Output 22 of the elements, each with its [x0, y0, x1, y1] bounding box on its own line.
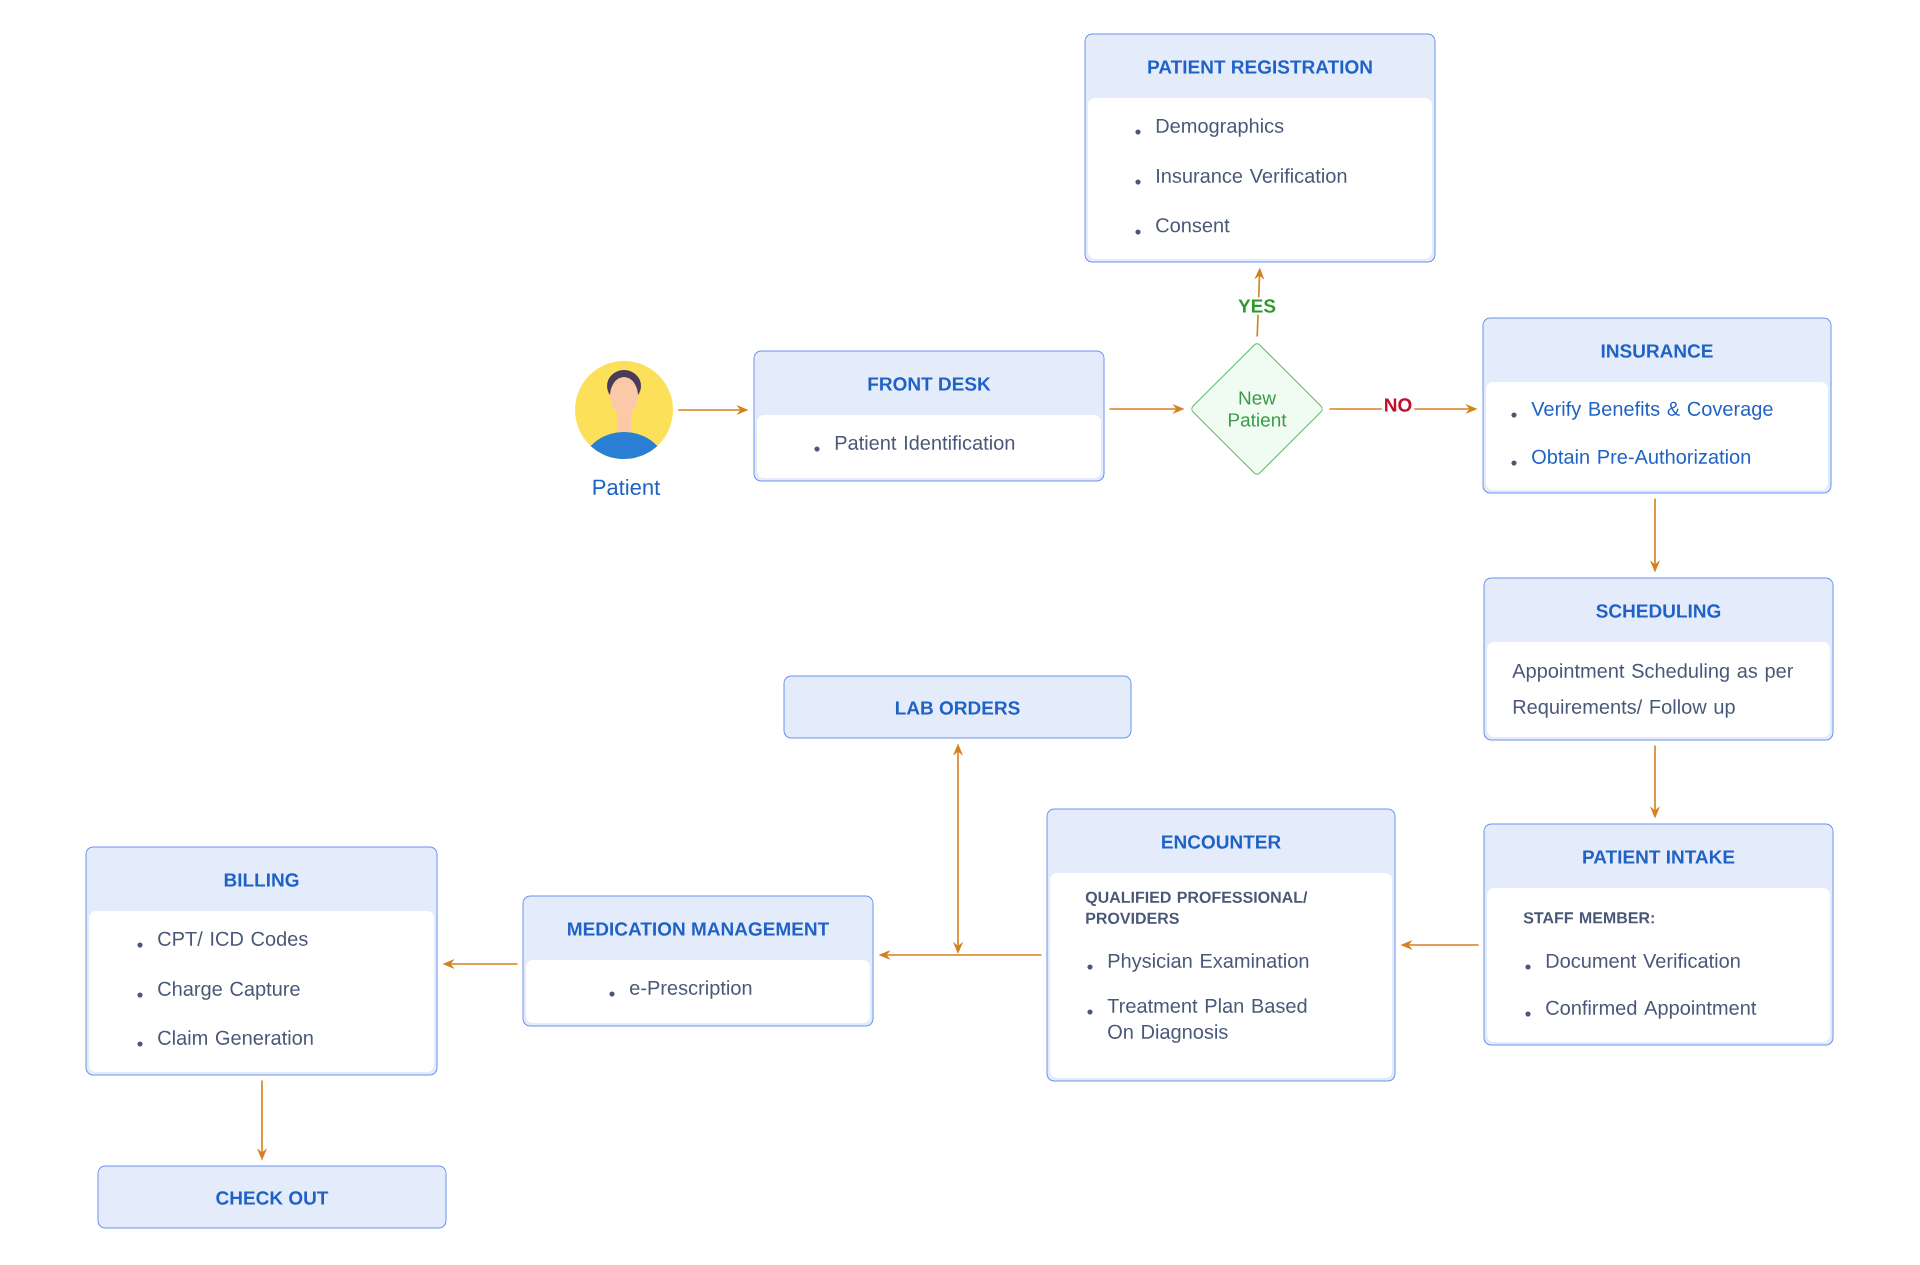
list-item: Charge Capture — [137, 981, 300, 1000]
process-box: CHECK OUT — [97, 1165, 447, 1229]
person-label: Patient — [593, 478, 661, 496]
subheading: STAFF MEMBER: — [1523, 912, 1654, 924]
list-item: Claim Generation — [137, 1030, 313, 1047]
list-item: e-Prescription — [609, 980, 752, 999]
list-item: Physician Examination — [1087, 953, 1309, 972]
description-text: Appointment Scheduling as per Requirements/ Follow up — [1512, 663, 1794, 718]
list-item: Confirmed Appointment — [1525, 1000, 1757, 1019]
list-item: Obtain Pre-Authorization — [1511, 449, 1750, 466]
list-item: Patient Identification — [814, 435, 1015, 452]
edge-label: YES — [1236, 297, 1278, 315]
list-item: Document Verification — [1525, 953, 1740, 970]
list-item: Verify Benefits & Coverage — [1511, 401, 1773, 420]
list-item: Treatment Plan Based On Diagnosis — [1087, 998, 1307, 1043]
edge-label: NO — [1381, 396, 1415, 414]
process-box: LAB ORDERS — [783, 675, 1132, 739]
list-item: Consent — [1135, 218, 1230, 235]
list-item: Insurance Verification — [1135, 168, 1347, 185]
list-item: CPT/ ICD Codes — [137, 931, 308, 948]
list-item: Demographics — [1135, 118, 1284, 137]
subheading: QUALIFIED PROFESSIONAL/ PROVIDERS — [1085, 891, 1308, 924]
